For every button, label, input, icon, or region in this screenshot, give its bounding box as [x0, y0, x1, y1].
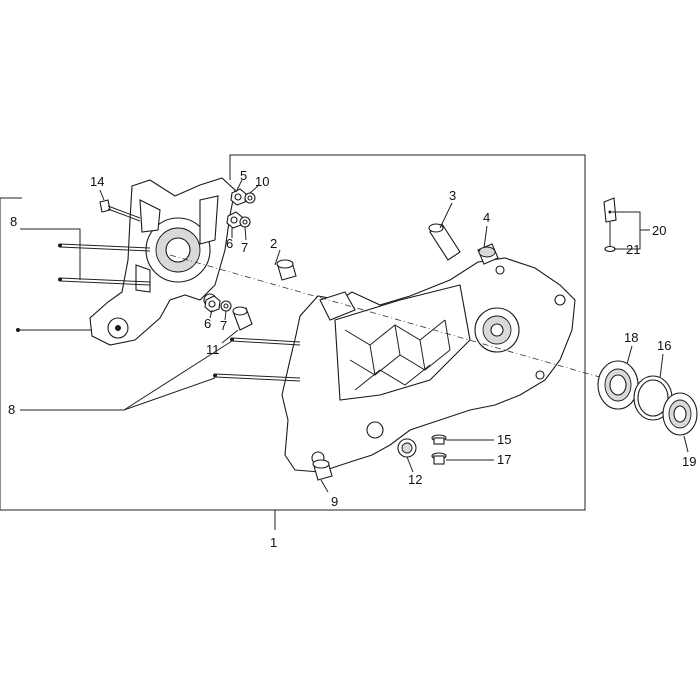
callout-1: 1: [270, 535, 277, 550]
part-5-nut[interactable]: [230, 188, 247, 206]
callout-18: 18: [624, 330, 638, 345]
callout-19: 19: [682, 454, 696, 469]
part-18-bearing[interactable]: [597, 360, 639, 410]
callout-5: 5: [240, 168, 247, 183]
callout-10: 10: [255, 174, 269, 189]
callout-7b: 7: [220, 318, 227, 333]
left-crankcase-half[interactable]: [89, 177, 236, 346]
callout-15: 15: [497, 432, 511, 447]
crankshaft-axis-line: [169, 254, 611, 381]
callout-6b: 6: [204, 316, 211, 331]
callout-4: 4: [483, 210, 490, 225]
callout-17: 17: [497, 452, 511, 467]
part-15-plug[interactable]: [431, 434, 447, 445]
part-7-washer-upper[interactable]: [239, 216, 251, 228]
crankcase-rib-pattern: [344, 319, 451, 391]
callout-21: 21: [626, 242, 640, 257]
callout-8a: 8: [10, 214, 17, 229]
part-21-oring[interactable]: [604, 245, 616, 253]
callout-2: 2: [270, 236, 277, 251]
right-crankcase-half[interactable]: [281, 257, 576, 473]
callout-20: 20: [652, 223, 666, 238]
part-3-sleeve[interactable]: [428, 223, 461, 261]
part-19-oil-seal[interactable]: [662, 392, 698, 436]
callout-3: 3: [449, 188, 456, 203]
part-16-circlip[interactable]: [633, 375, 673, 421]
part-10-washer[interactable]: [244, 192, 256, 204]
part-12-bush[interactable]: [397, 438, 417, 458]
callout-9: 9: [331, 494, 338, 509]
callout-7a: 7: [241, 240, 248, 255]
callout-16: 16: [657, 338, 671, 353]
part-7-washer-lower[interactable]: [220, 300, 232, 312]
assembly-bracket-1: [0, 154, 586, 530]
leader-lines: [16, 179, 689, 493]
callout-8b: 8: [8, 402, 15, 417]
callout-6a: 6: [226, 236, 233, 251]
part-8-studs-left[interactable]: [58, 243, 151, 286]
callout-11: 11: [206, 342, 220, 357]
part-11-dowel[interactable]: [232, 306, 253, 331]
part-6-nut-lower[interactable]: [204, 295, 221, 313]
part-8-studs-lower[interactable]: [213, 337, 301, 382]
part-14-bolt[interactable]: [99, 199, 141, 222]
part-4-bush[interactable]: [477, 243, 499, 265]
part-2-dowel[interactable]: [276, 259, 297, 281]
part-9-bush[interactable]: [312, 459, 333, 481]
part-20-dipstick[interactable]: [603, 197, 617, 248]
callout-12: 12: [408, 472, 422, 487]
callout-labels: 1 2 3 4 5 10 6 7 6 7 11 14 8 8 9 12 15 1…: [8, 168, 696, 550]
callout-14: 14: [90, 174, 104, 189]
part-17-drain-plug[interactable]: [431, 452, 447, 465]
